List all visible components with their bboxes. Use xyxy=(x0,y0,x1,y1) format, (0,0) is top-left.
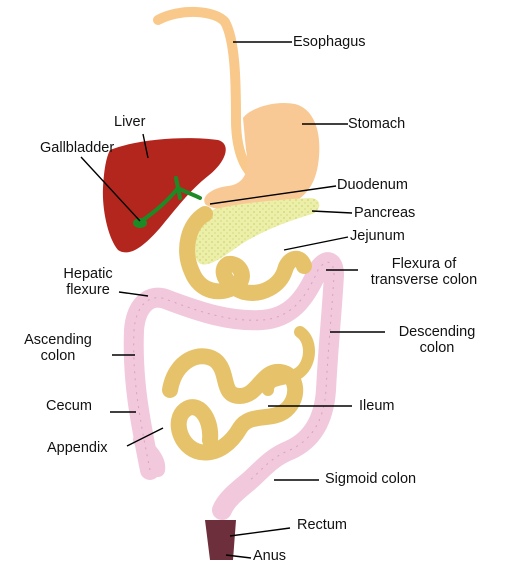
label-appendix: Appendix xyxy=(47,440,107,456)
label-sigmoid-colon: Sigmoid colon xyxy=(325,471,416,487)
label-flexura-transverse-colon: Flexura of transverse colon xyxy=(350,256,498,288)
label-hepatic-flexure-line1: Hepatic xyxy=(52,266,124,282)
label-liver: Liver xyxy=(114,114,145,130)
label-ileum: Ileum xyxy=(359,398,394,414)
label-rectum: Rectum xyxy=(297,517,347,533)
label-anus: Anus xyxy=(253,548,286,564)
gallbladder-sac xyxy=(133,218,147,228)
label-ascending-line1: Ascending xyxy=(14,332,102,348)
label-ascending-line2: colon xyxy=(14,348,102,364)
label-esophagus: Esophagus xyxy=(293,34,366,50)
label-flexura-line2: transverse colon xyxy=(350,272,498,288)
label-descending-line1: Descending xyxy=(382,324,492,340)
label-cecum: Cecum xyxy=(46,398,92,414)
label-duodenum: Duodenum xyxy=(337,177,408,193)
label-gallbladder: Gallbladder xyxy=(40,140,114,156)
label-descending-line2: colon xyxy=(382,340,492,356)
label-jejunum: Jejunum xyxy=(350,228,405,244)
label-descending-colon: Descending colon xyxy=(382,324,492,356)
label-hepatic-flexure-line2: flexure xyxy=(52,282,124,298)
rectum-shape xyxy=(205,520,236,560)
label-flexura-line1: Flexura of xyxy=(350,256,498,272)
label-ascending-colon: Ascending colon xyxy=(14,332,102,364)
label-pancreas: Pancreas xyxy=(354,205,415,221)
label-hepatic-flexure: Hepatic flexure xyxy=(52,266,124,298)
label-stomach: Stomach xyxy=(348,116,405,132)
